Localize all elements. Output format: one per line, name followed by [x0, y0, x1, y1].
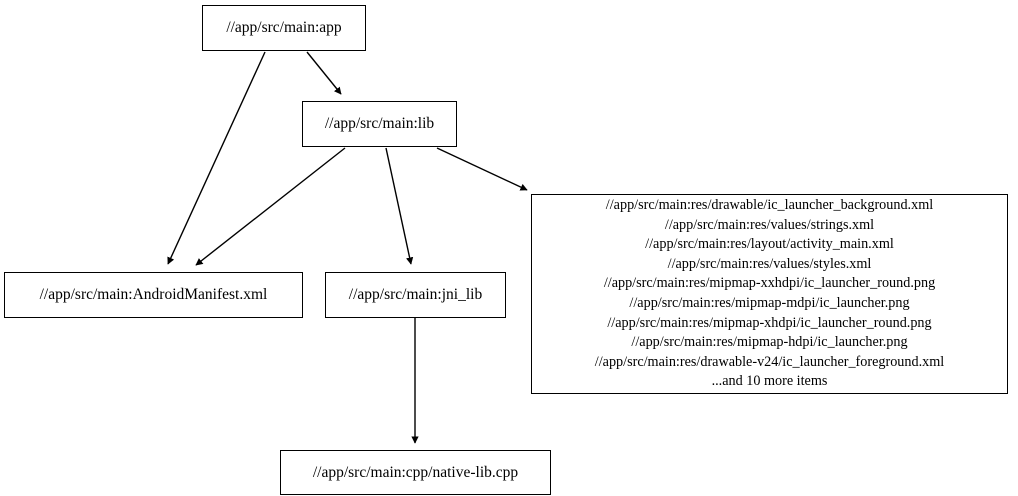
node-app-label: //app/src/main:app — [226, 19, 342, 37]
node-lib[interactable]: //app/src/main:lib — [302, 101, 457, 147]
node-res-bundle[interactable]: //app/src/main:res/drawable/ic_launcher_… — [531, 194, 1008, 394]
edge-app-to-lib — [306, 51, 342, 95]
node-android-manifest[interactable]: //app/src/main:AndroidManifest.xml — [4, 272, 303, 318]
node-res-bundle-label: //app/src/main:res/drawable/ic_launcher_… — [594, 197, 945, 390]
edge-lib-to-manifest — [195, 147, 346, 266]
edge-lib-to-res — [436, 147, 528, 191]
node-app[interactable]: //app/src/main:app — [202, 5, 366, 51]
node-native-lib-cpp-label: //app/src/main:cpp/native-lib.cpp — [312, 463, 519, 481]
node-native-lib-cpp[interactable]: //app/src/main:cpp/native-lib.cpp — [280, 450, 551, 495]
node-lib-label: //app/src/main:lib — [324, 115, 435, 133]
edge-app-to-manifest — [167, 51, 266, 265]
edge-lib-to-jni — [385, 147, 414, 265]
node-jni-lib-label: //app/src/main:jni_lib — [348, 286, 483, 304]
node-android-manifest-label: //app/src/main:AndroidManifest.xml — [39, 286, 268, 304]
node-jni-lib[interactable]: //app/src/main:jni_lib — [325, 272, 506, 318]
